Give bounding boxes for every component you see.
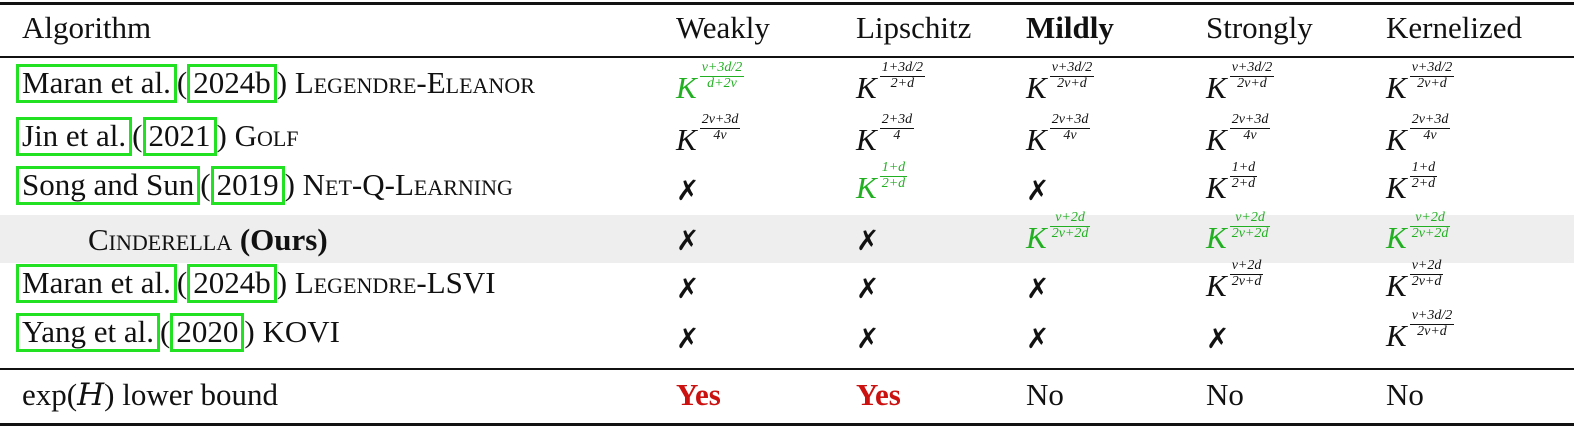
- bottom-rule: [0, 423, 1574, 426]
- citation-author-link[interactable]: Maran et al.: [16, 64, 177, 103]
- row-3-mildly-cross-icon: ✗: [1026, 174, 1050, 207]
- row-3-algorithm: Song and Sun(2019) Net-Q-Learning: [16, 166, 513, 205]
- row-6-strongly-cross-icon: ✗: [1206, 322, 1230, 355]
- row-1-algorithm: Maran et al.(2024b) Legendre-Eleanor: [16, 64, 535, 103]
- row-6-weakly-cross-icon: ✗: [676, 322, 700, 355]
- method-name: Legendre-LSVI: [294, 265, 496, 300]
- ours-row-highlight: [0, 215, 1574, 263]
- row-6-lipschitz-cross-icon: ✗: [856, 322, 880, 355]
- citation-year-link[interactable]: 2019: [210, 166, 285, 205]
- row-4-lipschitz-cross-icon: ✗: [856, 224, 880, 257]
- header-algorithm: Algorithm: [22, 10, 152, 45]
- citation-year-link[interactable]: 2021: [142, 117, 217, 156]
- ours-label: (Ours): [239, 222, 328, 257]
- footer-kernelized: No: [1386, 377, 1424, 412]
- footer-weakly: Yes: [676, 377, 721, 412]
- header-strongly: Strongly: [1206, 10, 1313, 45]
- row-5-mildly-cross-icon: ✗: [1026, 272, 1050, 305]
- row-4-weakly-cross-icon: ✗: [676, 224, 700, 257]
- row-2-algorithm: Jin et al.(2021) Golf: [16, 117, 299, 156]
- header-weakly: Weakly: [676, 10, 770, 45]
- citation-author-link[interactable]: Jin et al.: [16, 117, 133, 156]
- method-name: Net-Q-Learning: [302, 167, 513, 202]
- row-6-mildly-cross-icon: ✗: [1026, 322, 1050, 355]
- method-name: Legendre-Eleanor: [294, 65, 535, 100]
- header-mildly: Mildly: [1026, 10, 1114, 45]
- footer-strongly: No: [1206, 377, 1244, 412]
- row-3-weakly-cross-icon: ✗: [676, 174, 700, 207]
- footer-rule: [0, 368, 1574, 370]
- header-rule: [0, 56, 1574, 58]
- footer-lipschitz: Yes: [856, 377, 901, 412]
- citation-year-link[interactable]: 2020: [170, 313, 245, 352]
- method-name: Golf: [234, 118, 299, 153]
- footer-label: exp(H) lower bound: [22, 377, 279, 413]
- header-lipschitz: Lipschitz: [856, 10, 972, 45]
- method-name: KOVI: [262, 314, 340, 349]
- header-kernelized: Kernelized: [1386, 10, 1522, 45]
- footer-mildly: No: [1026, 377, 1064, 412]
- row-5-weakly-cross-icon: ✗: [676, 272, 700, 305]
- citation-author-link[interactable]: Song and Sun: [16, 166, 201, 205]
- method-name: Cinderella: [88, 222, 233, 257]
- row-5-algorithm: Maran et al.(2024b) Legendre-LSVI: [16, 264, 496, 303]
- citation-author-link[interactable]: Yang et al.: [16, 313, 161, 352]
- row-5-lipschitz-cross-icon: ✗: [856, 272, 880, 305]
- row-4-algorithm: Cinderella (Ours): [88, 222, 328, 258]
- top-rule: [0, 2, 1574, 5]
- citation-year-link[interactable]: 2024b: [187, 64, 277, 103]
- citation-year-link[interactable]: 2024b: [187, 264, 277, 303]
- row-6-algorithm: Yang et al.(2020) KOVI: [16, 313, 340, 352]
- citation-author-link[interactable]: Maran et al.: [16, 264, 177, 303]
